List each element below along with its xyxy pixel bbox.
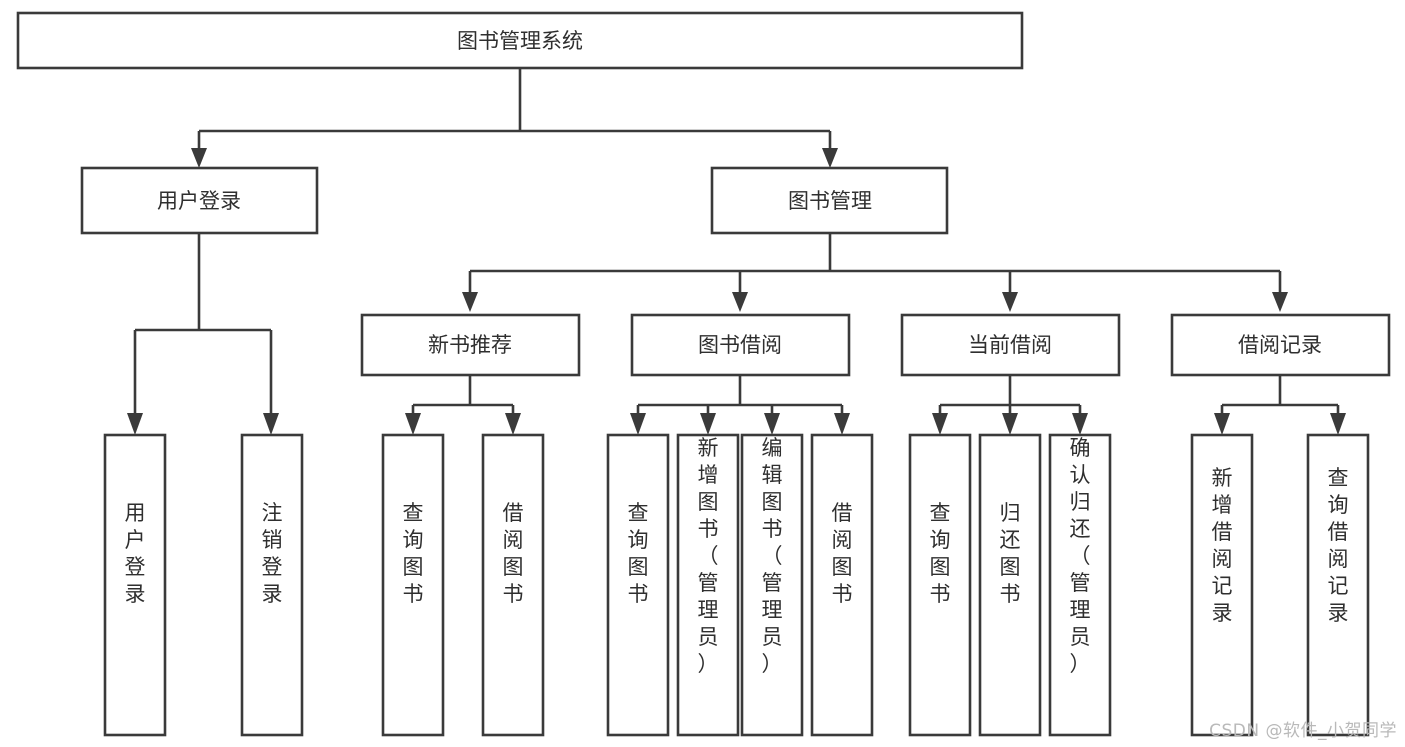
arrow-head-bookborrow-leaf-3 (764, 413, 780, 435)
arrow-head-current-borrow (1002, 292, 1018, 312)
leaf-node-borrow-book-2[interactable]: 借阅图书 (810, 433, 874, 737)
arrow-head-leaf-logout (263, 413, 279, 435)
leaf-node-edit-book-admin[interactable]: 编辑图书（管理员） (740, 433, 804, 737)
arrow-head-borrowrecord-leaf-1 (1214, 413, 1230, 435)
leaf-node-query-book-1[interactable]: 查询图书 (381, 433, 445, 737)
arrow-head-bookborrow-leaf-2 (700, 413, 716, 435)
leaf-node-query-book-3-label: 查询图书 (930, 501, 951, 606)
leaf-node-query-book-2-label: 查询图书 (628, 501, 649, 606)
leaf-node-logout-label: 注销登录 (262, 501, 283, 606)
arrow-head-bookborrow-leaf-4 (834, 413, 850, 435)
node-book-management[interactable]: 图书管理 (710, 166, 949, 235)
leaf-node-return-book[interactable]: 归还图书 (978, 433, 1042, 737)
arrow-head-borrowrecord-leaf-2 (1330, 413, 1346, 435)
leaf-node-add-book-admin[interactable]: 新增图书（管理员） (676, 433, 740, 737)
leaf-node-user-login[interactable]: 用户登录 (103, 433, 167, 737)
leaf-node-borrow-book-1-label: 借阅图书 (503, 501, 524, 606)
arrow-head-newbook-leaf-2 (505, 413, 521, 435)
arrow-head-bookborrow-leaf-1 (630, 413, 646, 435)
arrow-head-leaf-user-login (127, 413, 143, 435)
leaf-node-confirm-return-admin-label: 确认归还（管理员） (1070, 436, 1091, 676)
leaf-node-borrow-book-1[interactable]: 借阅图书 (481, 433, 545, 737)
node-book-borrow[interactable]: 图书借阅 (630, 313, 851, 377)
node-root-system[interactable]: 图书管理系统 (16, 11, 1024, 70)
arrow-head-currentborrow-leaf-2 (1002, 413, 1018, 435)
node-new-book-recommend[interactable]: 新书推荐 (360, 313, 581, 377)
leaf-node-query-borrow-record-label: 查询借阅记录 (1328, 466, 1349, 625)
leaf-node-add-borrow-record-label: 新增借阅记录 (1212, 466, 1233, 625)
leaf-node-return-book-label: 归还图书 (1000, 501, 1021, 606)
node-root-label: 图书管理系统 (457, 29, 583, 53)
leaf-node-edit-book-admin-label: 编辑图书（管理员） (762, 436, 783, 676)
node-book-borrow-label: 图书借阅 (698, 333, 782, 357)
leaf-node-add-borrow-record[interactable]: 新增借阅记录 (1190, 433, 1254, 737)
arrow-head-user-login (191, 148, 207, 168)
leaf-node-query-book-2[interactable]: 查询图书 (606, 433, 670, 737)
node-borrow-record-label: 借阅记录 (1238, 333, 1322, 357)
leaf-node-query-book-1-label: 查询图书 (403, 501, 424, 606)
leaf-node-confirm-return-admin[interactable]: 确认归还（管理员） (1048, 433, 1112, 737)
node-user-login-label: 用户登录 (157, 189, 241, 213)
arrow-head-borrow-record (1272, 292, 1288, 312)
arrow-head-newbook-leaf-1 (405, 413, 421, 435)
node-current-borrow[interactable]: 当前借阅 (900, 313, 1121, 377)
connectors-layer (127, 68, 1346, 435)
leaf-node-query-book-3[interactable]: 查询图书 (908, 433, 972, 737)
node-current-borrow-label: 当前借阅 (968, 333, 1052, 357)
arrow-head-currentborrow-leaf-1 (932, 413, 948, 435)
leaf-node-borrow-book-2-label: 借阅图书 (832, 501, 853, 606)
arrow-head-new-book-rec (462, 292, 478, 312)
arrow-head-currentborrow-leaf-3 (1072, 413, 1088, 435)
node-borrow-record[interactable]: 借阅记录 (1170, 313, 1391, 377)
node-book-management-label: 图书管理 (788, 189, 872, 213)
arrow-head-book-borrow (732, 292, 748, 312)
node-new-book-recommend-label: 新书推荐 (428, 333, 512, 357)
leaf-node-logout[interactable]: 注销登录 (240, 433, 304, 737)
leaf-node-user-login-label: 用户登录 (125, 501, 146, 606)
arrow-head-book-mgmt (822, 148, 838, 168)
leaf-node-query-borrow-record[interactable]: 查询借阅记录 (1306, 433, 1370, 737)
node-user-login[interactable]: 用户登录 (80, 166, 319, 235)
leaf-node-add-book-admin-label: 新增图书（管理员） (698, 436, 719, 676)
